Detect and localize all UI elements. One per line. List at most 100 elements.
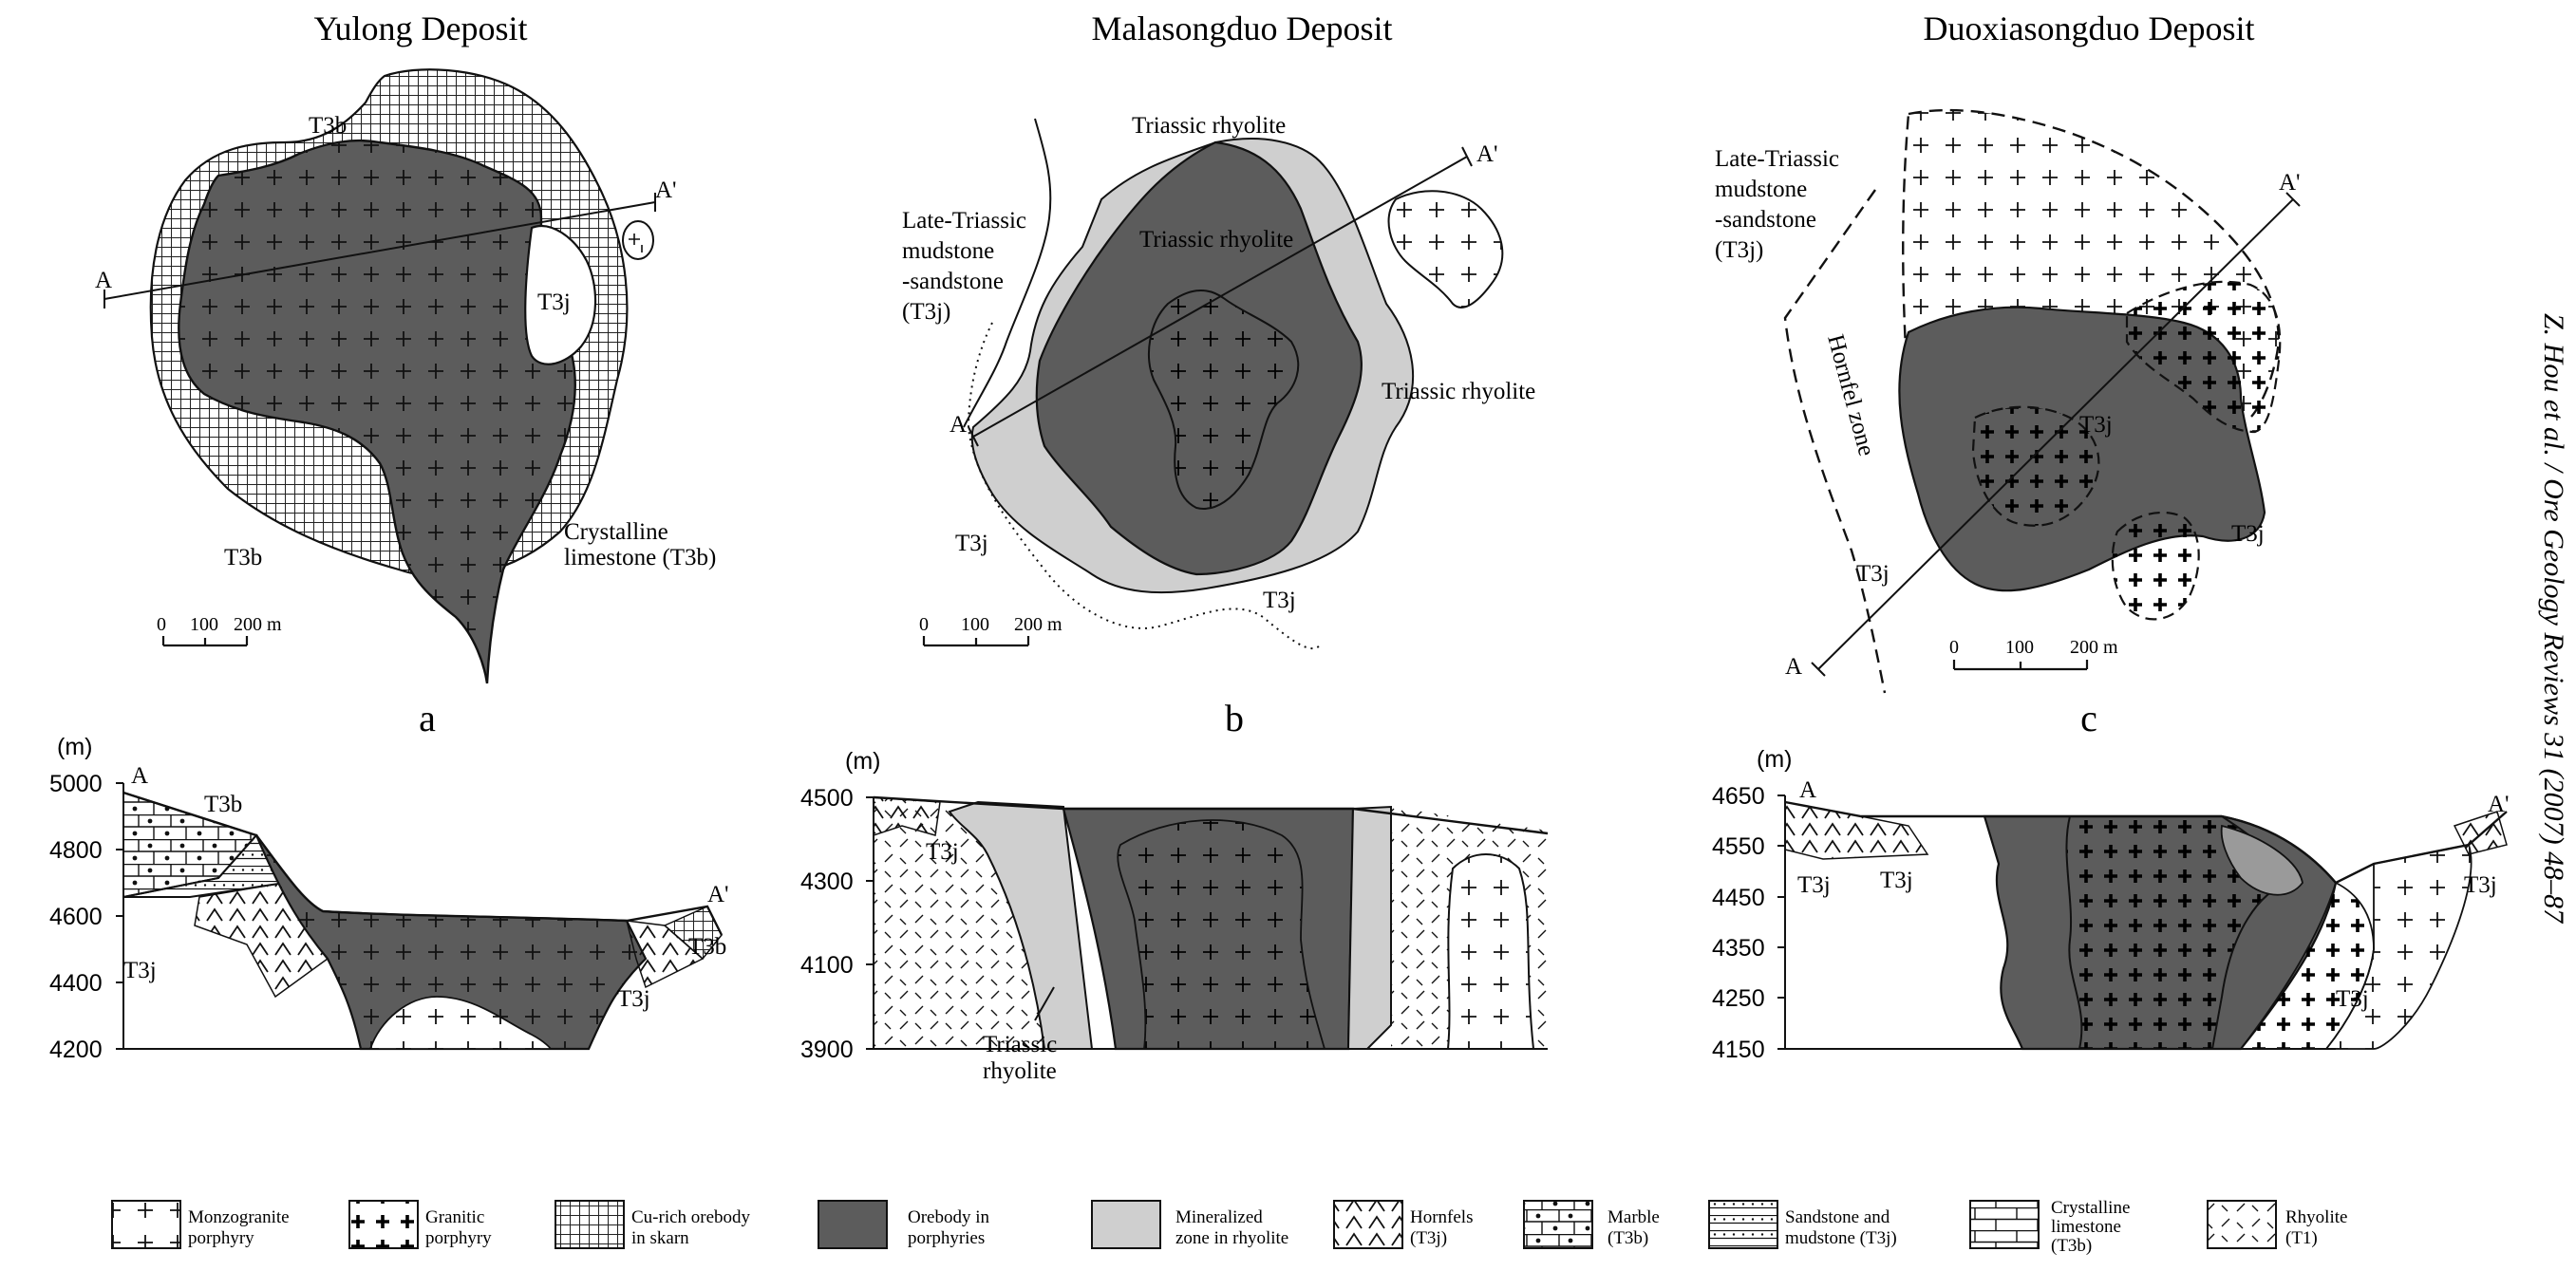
label-t3j: T3j xyxy=(537,290,571,315)
svg-text:100: 100 xyxy=(961,614,989,635)
svg-text:T3j: T3j xyxy=(926,839,959,865)
svg-text:(T3j): (T3j) xyxy=(902,299,950,325)
map-a-title: Yulong Deposit xyxy=(314,9,528,47)
section-line-c xyxy=(1817,198,2294,670)
panel-a-label: a xyxy=(419,697,436,739)
legend-orebody-porphyries: Orebody in porphyries xyxy=(818,1200,990,1249)
svg-text:(T3b): (T3b) xyxy=(2051,1236,2092,1256)
svg-text:Triassic rhyolite: Triassic rhyolite xyxy=(1132,113,1286,139)
svg-text:A': A' xyxy=(707,882,729,907)
svg-text:in skarn: in skarn xyxy=(631,1228,689,1248)
svg-text:-sandstone: -sandstone xyxy=(1715,207,1816,233)
legend-rhyolite: Rhyolite (T1) xyxy=(2207,1200,2347,1249)
svg-text:4300: 4300 xyxy=(800,869,854,895)
svg-text:4200: 4200 xyxy=(49,1037,103,1063)
section-duoxiasongduo: (m) 4650 4550 4450 4350 4250 4150 A A' T… xyxy=(1712,746,2510,1063)
svg-text:Rhyolite: Rhyolite xyxy=(2285,1207,2347,1227)
gray-lens-c xyxy=(2220,824,2303,896)
scalebar-b: 0 100 200 m xyxy=(919,614,1062,647)
legend-mineralized-zone: Mineralized zone in rhyolite xyxy=(1091,1200,1288,1249)
svg-text:T3j: T3j xyxy=(1263,588,1296,613)
svg-text:mudstone (T3j): mudstone (T3j) xyxy=(1785,1228,1897,1248)
label-t3b-top: T3b xyxy=(309,113,347,139)
svg-text:rhyolite: rhyolite xyxy=(983,1058,1057,1084)
svg-text:Crystalline: Crystalline xyxy=(2051,1198,2130,1218)
svg-text:T3j: T3j xyxy=(2336,986,2369,1012)
scalebar-c: 0 100 200 m xyxy=(1949,637,2118,671)
map-malasongduo: Malasongduo Deposit A A' Triassic rhyoli… xyxy=(902,9,1535,739)
map-yulong: Yulong Deposit A A' T3b T3j T3b Crystall… xyxy=(95,9,716,739)
svg-text:(m): (m) xyxy=(845,748,880,775)
granitic-porphyry-c-1 xyxy=(2125,280,2282,434)
legend-cu-rich-orebody: Cu-rich orebody in skarn xyxy=(555,1200,751,1249)
panel-b-label: b xyxy=(1225,697,1244,739)
hornfel-zone-label: Hornfel zone xyxy=(1822,332,1879,459)
svg-text:A: A xyxy=(131,763,148,789)
svg-text:(T3j): (T3j) xyxy=(1410,1228,1447,1248)
svg-text:Late-Triassic: Late-Triassic xyxy=(1715,146,1839,172)
section-start-a: A xyxy=(95,268,112,293)
svg-text:A': A' xyxy=(2488,792,2510,817)
svg-text:4600: 4600 xyxy=(49,904,103,930)
contact-line-b xyxy=(963,118,1052,428)
svg-text:Monzogranite: Monzogranite xyxy=(188,1207,290,1227)
panel-c-label: c xyxy=(2080,697,2097,739)
legend: Monzogranite porphyry Granitic porphyry … xyxy=(111,1198,2347,1256)
svg-text:100: 100 xyxy=(190,614,218,635)
svg-text:A: A xyxy=(1799,777,1816,803)
svg-text:Triassic rhyolite: Triassic rhyolite xyxy=(1139,227,1293,252)
svg-text:Hornfels: Hornfels xyxy=(1410,1207,1473,1227)
svg-text:5000: 5000 xyxy=(49,771,103,797)
svg-text:Sandstone and: Sandstone and xyxy=(1785,1207,1890,1227)
svg-text:(T3b): (T3b) xyxy=(1608,1228,1648,1248)
svg-text:4250: 4250 xyxy=(1712,985,1765,1012)
monzogranite-right-c xyxy=(2324,843,2473,1050)
granitic-porphyry-c-2 xyxy=(1971,405,2100,527)
svg-text:mudstone: mudstone xyxy=(902,238,994,264)
legend-crystalline-limestone: Crystalline limestone (T3b) xyxy=(1969,1198,2130,1256)
map-duoxiasongduo: Duoxiasongduo Deposit A A' Late-Triassic… xyxy=(1715,9,2301,739)
svg-text:4150: 4150 xyxy=(1712,1037,1765,1063)
t3j-inlier xyxy=(524,225,597,365)
svg-text:Marble: Marble xyxy=(1608,1207,1660,1227)
hornfels-a-right xyxy=(626,920,705,989)
granitic-porphyry-c-3 xyxy=(2111,511,2200,621)
map-c-title: Duoxiasongduo Deposit xyxy=(1924,9,2255,47)
svg-text:T3j: T3j xyxy=(1797,872,1831,898)
svg-text:4100: 4100 xyxy=(800,952,854,979)
svg-text:T3j: T3j xyxy=(1880,868,1913,893)
label-crystalline: Crystalline xyxy=(564,519,668,545)
ground-surface-b xyxy=(873,795,1549,835)
svg-text:4800: 4800 xyxy=(49,837,103,864)
satellite-body xyxy=(622,220,654,260)
svg-text:Triassic rhyolite: Triassic rhyolite xyxy=(1382,379,1535,404)
svg-text:4350: 4350 xyxy=(1712,935,1765,962)
section-line-a xyxy=(103,201,656,300)
svg-text:100: 100 xyxy=(2005,637,2034,658)
legend-granitic-porphyry: Granitic porphyry xyxy=(348,1200,492,1249)
ground-surface-a xyxy=(122,791,724,936)
svg-text:0: 0 xyxy=(1949,637,1959,658)
svg-text:0: 0 xyxy=(919,614,929,635)
contact-dotted-b xyxy=(967,322,1321,650)
legend-hornfels: Hornfels (T3j) xyxy=(1333,1200,1473,1249)
svg-text:porphyry: porphyry xyxy=(425,1228,492,1248)
svg-text:limestone: limestone xyxy=(2051,1217,2121,1237)
hornfel-zone-boundary xyxy=(1783,189,1887,694)
svg-text:4450: 4450 xyxy=(1712,885,1765,911)
ground-surface-c xyxy=(1784,800,2508,885)
svg-text:A': A' xyxy=(1476,141,1498,167)
legend-monzogranite-porphyry: Monzogranite porphyry xyxy=(111,1200,290,1249)
svg-text:4400: 4400 xyxy=(49,970,103,997)
svg-text:T3j: T3j xyxy=(2464,872,2497,898)
svg-text:A': A' xyxy=(2279,170,2301,196)
scalebar-a: 0 100 200 m xyxy=(157,614,282,647)
svg-text:T3j: T3j xyxy=(617,986,650,1012)
svg-text:T3j: T3j xyxy=(2231,521,2265,547)
svg-text:porphyry: porphyry xyxy=(188,1228,254,1248)
svg-text:A: A xyxy=(1785,654,1802,680)
svg-text:Mineralized: Mineralized xyxy=(1175,1207,1263,1227)
legend-marble: Marble (T3b) xyxy=(1523,1200,1660,1249)
porphyry-stock-b xyxy=(1148,289,1300,510)
